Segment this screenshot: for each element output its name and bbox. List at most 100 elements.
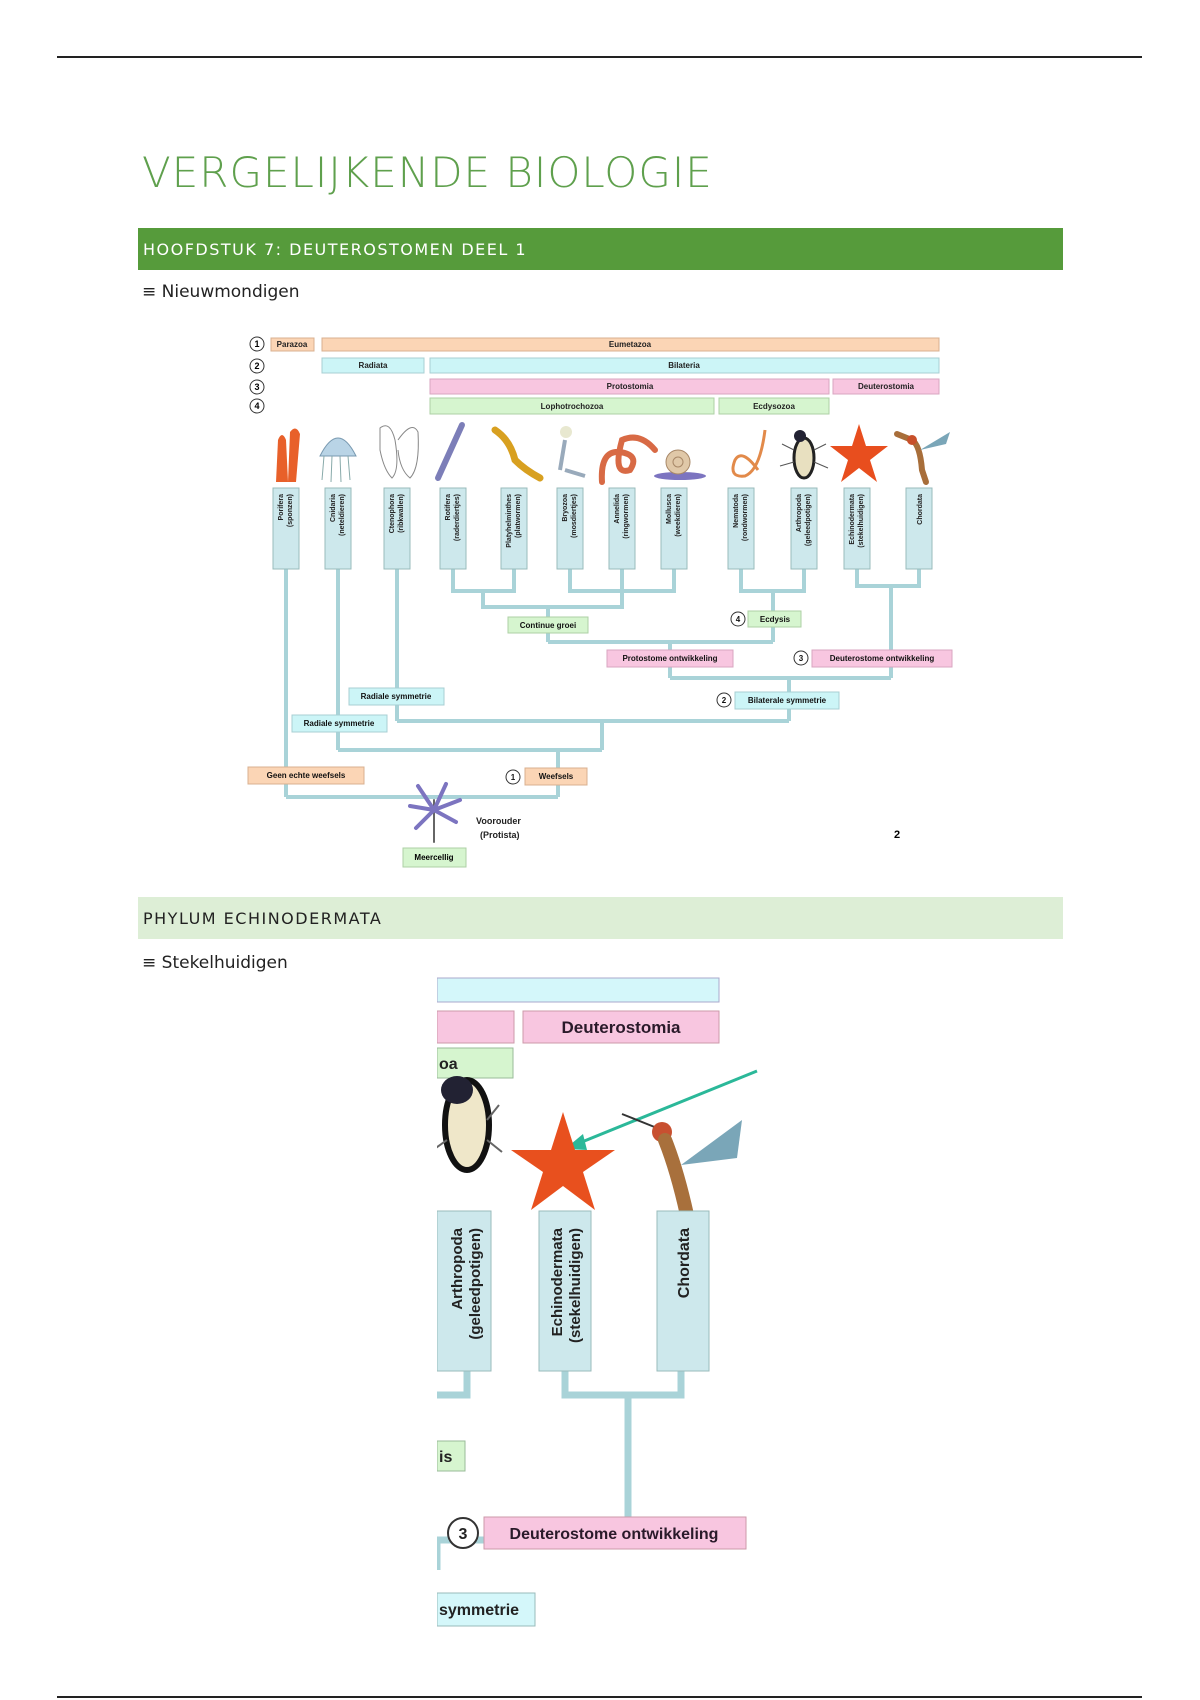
page-number: 2 (894, 829, 900, 841)
phylogeny-tree-diagram: 1 2 3 4 Parazoa Eumetazoa Radiata Bilate… (247, 336, 953, 868)
phylum-box (905, 487, 933, 570)
group-markers: 1 2 3 4 (249, 336, 265, 414)
starfish-icon (830, 424, 888, 482)
section-heading: PHYLUM ECHINODERMATA (138, 897, 1063, 939)
trait-ecdysis-box (747, 610, 802, 628)
group-deuterostomia-label: Deuterostomia (858, 382, 915, 391)
chapter-heading-text: HOOFDSTUK 7: DEUTEROSTOMEN DEEL 1 (143, 239, 528, 259)
group-radiata-box (321, 357, 425, 374)
snail-icon (654, 449, 706, 480)
group-bilateria-label: Bilateria (668, 361, 700, 370)
zoom-phylum-echinodermata: Echinodermata (stekelhuidigen) (538, 1210, 592, 1372)
phylum-label-annelida: Annelida(ringwormen) (608, 487, 636, 570)
trait-tissues-box (524, 767, 588, 786)
phylum-common-name: (platwormen) (515, 494, 522, 538)
phylum-name: Cnidaria (330, 494, 337, 522)
phylum-name: Ctenophora (389, 494, 396, 533)
phylum-box (383, 487, 411, 570)
hummingbird-icon (894, 431, 950, 485)
phylum-label-cnidaria: Cnidaria(neteldieren) (324, 487, 352, 570)
phylum-name: Arthropoda (796, 494, 803, 532)
phylum-common-name: (sponzen) (287, 494, 294, 527)
deuterostomia-zoom-diagram: Deuterostomia oa Arthropoda (geleedpotig… (437, 977, 758, 1627)
phylum-box (660, 487, 688, 570)
svg-text:1: 1 (254, 339, 259, 349)
chapter-heading: HOOFDSTUK 7: DEUTEROSTOMEN DEEL 1 (138, 228, 1063, 270)
zoom-deuterostomia-label: Deuterostomia (561, 1018, 681, 1037)
rotifer-icon (435, 422, 465, 481)
svg-text:2: 2 (254, 361, 259, 371)
zoom-ecdysozoa-partial-label: oa (439, 1056, 458, 1073)
zoom-phylum-echinodermata-common: (stekelhuidigen) (567, 1228, 584, 1343)
roundworm-icon (731, 429, 767, 478)
phylum-name: Platyhelminthes (506, 494, 513, 548)
zoom-phylum-chordata: Chordata (656, 1210, 710, 1372)
zoom-ecdysis-box (437, 1440, 466, 1472)
ancestor-protist-icon (408, 782, 462, 843)
phylum-name: Mollusca (666, 494, 673, 524)
phylum-label-bryozoa: Bryozoa(mosdiertjes) (556, 487, 584, 570)
phylum-box (439, 487, 467, 570)
zoom-deuterostome-dev-label: Deuterostome ontwikkeling (510, 1526, 719, 1543)
trait-deuterostome-dev-label: Deuterostome ontwikkeling (830, 654, 935, 663)
chapter-subtitle: ≡ Nieuwmondigen (142, 282, 300, 302)
trait-radial-symmetry-1-label: Radiale symmetrie (361, 692, 432, 701)
phylum-common-name: (mosdiertjes) (571, 494, 578, 538)
zoom-protostomia-box (437, 1010, 515, 1044)
group-radiata-label: Radiata (359, 361, 388, 370)
group-lophotrochozoa-box (429, 397, 715, 415)
trait-ecdysis-label: Ecdysis (760, 615, 791, 624)
group-protostomia-box (429, 378, 830, 395)
marker-bilateral-number: 2 (722, 696, 727, 705)
phylum-label-nematoda: Nematoda(rondwormen) (727, 487, 755, 570)
trait-continuous-growth-box (507, 616, 589, 634)
zoom-phylum-chordata-name: Chordata (676, 1228, 693, 1298)
section-subtitle: ≡ Stekelhuidigen (142, 953, 288, 973)
footer-rule (57, 1696, 1142, 1698)
trait-continuous-growth-label: Continue groei (520, 621, 576, 630)
zoom-hummingbird-icon (621, 1113, 742, 1222)
group-protostomia-label: Protostomia (607, 382, 654, 391)
zoom-bilateria-box (437, 977, 720, 1003)
branch-deutero (855, 569, 921, 588)
group-eumetazoa-label: Eumetazoa (609, 340, 652, 349)
zoom-phylum-arthropoda-common: (geleedpotigen) (467, 1228, 484, 1340)
phylum-label-rotifera: Rotifera(raderdiertjes) (439, 487, 467, 570)
phylum-box (324, 487, 352, 570)
phylum-label-arthropoda: Arthropoda(geleedpotigen) (790, 487, 818, 570)
group-eumetazoa-box (321, 337, 940, 352)
marker-bilateral (716, 692, 732, 708)
ancestor-label-line1: Voorouder (476, 816, 521, 826)
phylum-name: Bryozoa (562, 494, 569, 522)
zoom-ecdysis-partial-label: is (439, 1449, 452, 1466)
phylum-common-name: (stekelhuidigen) (858, 494, 865, 548)
zoom-marker-3 (447, 1517, 479, 1549)
phylum-name: Nematoda (733, 494, 740, 528)
zoom-ecdysozoa-box (437, 1047, 514, 1079)
zoom-marker-3-number: 3 (459, 1526, 468, 1543)
marker-3: 3 (249, 379, 265, 395)
trait-multicellular-label: Meercellig (414, 853, 453, 862)
zoom-starfish-icon (511, 1112, 615, 1210)
phylum-common-name: (rondwormen) (742, 494, 749, 541)
zoom-branch-arthropoda (437, 1370, 471, 1399)
trait-multicellular-box (402, 847, 467, 868)
marker-deuterostome (793, 650, 809, 666)
branch-nema-arthro (739, 569, 806, 593)
zoom-branch-deutero (561, 1370, 685, 1399)
phylum-name: Annelida (614, 494, 621, 524)
branch-lopho (481, 591, 624, 609)
group-ecdysozoa-box (718, 397, 830, 415)
svg-text:3: 3 (254, 382, 259, 392)
header-rule (57, 56, 1142, 58)
zoom-phylum-arthropoda-name: Arthropoda (449, 1227, 466, 1309)
trait-bilateral-symmetry-label: Bilaterale symmetrie (748, 696, 827, 705)
document-title: VERGELIJKENDE BIOLOGIE (142, 148, 713, 197)
trait-radial-symmetry-2-label: Radiale symmetrie (304, 719, 375, 728)
phylum-common-name: (neteldieren) (339, 494, 346, 536)
zoom-bilateral-symmetry-partial-label: symmetrie (439, 1602, 519, 1619)
zoom-beetle-icon (437, 1076, 503, 1173)
bryozoan-icon (558, 426, 586, 478)
phylum-box (790, 487, 818, 570)
comb-jelly-icon (379, 425, 419, 479)
